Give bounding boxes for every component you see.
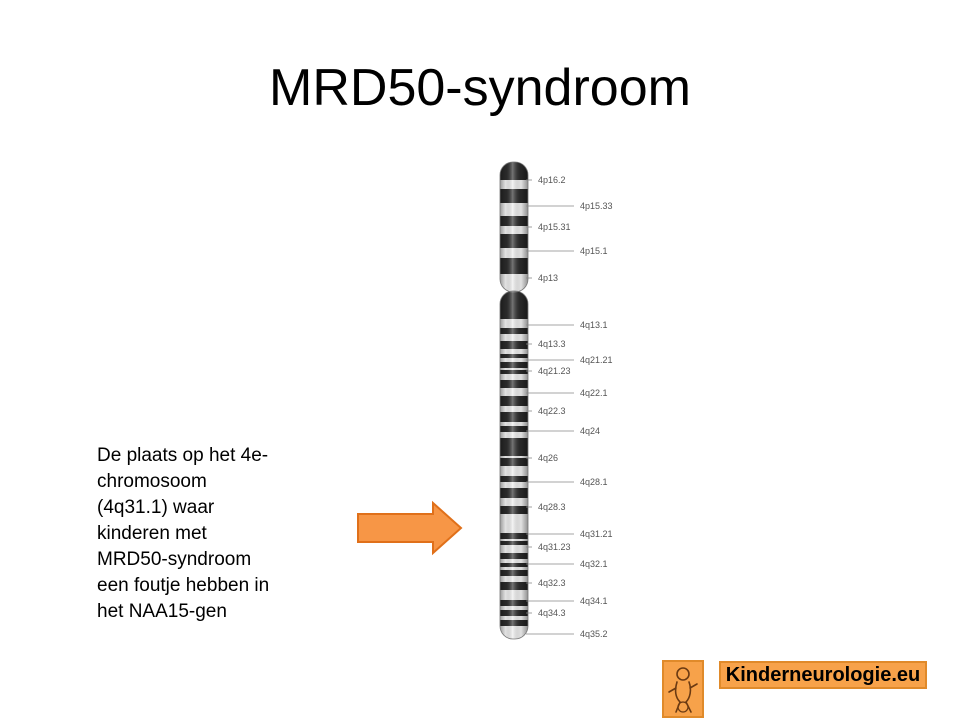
band-label: 4p15.1 [580,246,608,256]
band-label: 4q22.1 [580,388,608,398]
band-label: 4q35.2 [580,629,608,639]
band-label: 4q34.3 [538,608,566,618]
band-label: 4q13.1 [580,320,608,330]
slide-title: MRD50-syndroom [269,59,691,117]
caption-line: chromosoom [97,471,207,492]
band-label: 4q21.21 [580,355,613,365]
caption-line: kinderen met [97,523,207,544]
caption-line: MRD50-syndroom [97,549,252,570]
band-labels: 4p16.2 4p15.33 4p15.31 4p15.1 4p13 4q13.1 4q13… [526,175,613,639]
band-label: 4q31.21 [580,529,613,539]
band-label: 4q26 [538,453,558,463]
band-label: 4q34.1 [580,596,608,606]
band-label: 4q28.3 [538,502,566,512]
caption-line: (4q31.1) waar [97,497,215,518]
logo-drawing-icon [662,660,704,718]
caption-text: De plaats op het 4e- chromosoom (4q31.1)… [97,443,317,625]
band-label: 4p16.2 [538,175,566,185]
caption-line: het NAA15-gen [97,601,227,622]
chromosome-4-ideogram: 4p16.2 4p15.33 4p15.31 4p15.1 4p13 4q13.1 4q13… [499,161,613,640]
logo-text: Kinderneurologie.eu [719,661,927,689]
band-label: 4q21.23 [538,366,571,376]
band-label: 4p15.33 [580,201,613,211]
band-label: 4q28.1 [580,477,608,487]
band-label: 4q32.1 [580,559,608,569]
caption-line: een foutje hebben in [97,575,270,596]
band-label: 4q32.3 [538,578,566,588]
caption-line: De plaats op het 4e- [97,445,269,466]
pointer-arrow-icon [357,500,463,556]
band-label: 4q24 [580,426,600,436]
band-label: 4q31.23 [538,542,571,552]
band-label: 4q22.3 [538,406,566,416]
band-label: 4p13 [538,273,558,283]
band-label: 4q13.3 [538,339,566,349]
band-label: 4p15.31 [538,222,571,232]
